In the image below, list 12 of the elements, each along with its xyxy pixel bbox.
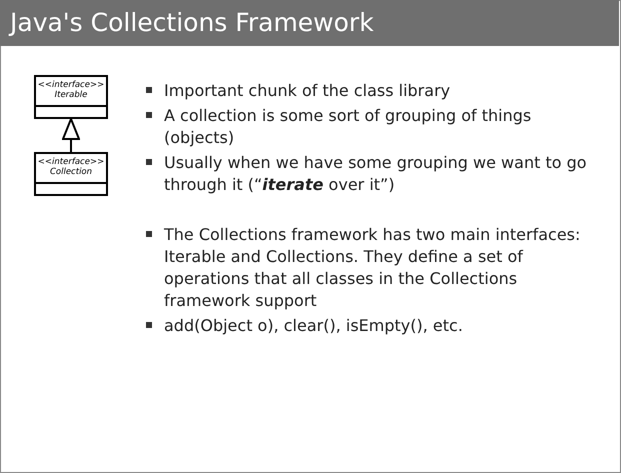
uml-interface-box <box>34 152 108 196</box>
bullet-text: add(Object o), clear(), isEmpty(), etc. <box>164 316 463 335</box>
inheritance-arrow <box>62 118 80 152</box>
stereotype-label: <<interface>> <box>36 80 106 90</box>
bullet-text: A collection is some sort of grouping of things (objects) <box>164 106 532 147</box>
interface-name: Iterable <box>54 90 88 100</box>
bullet-text: Usually when we have some grouping we want to go through it (“iterate over it”) <box>164 153 587 194</box>
uml-interface-box <box>34 75 108 119</box>
bullet-text: Important chunk of the class library <box>164 81 450 100</box>
interface-name: Collection <box>48 167 94 177</box>
stereotype-label: <<interface>> <box>36 157 106 167</box>
slide-title: Java's Collections Framework <box>0 0 619 46</box>
